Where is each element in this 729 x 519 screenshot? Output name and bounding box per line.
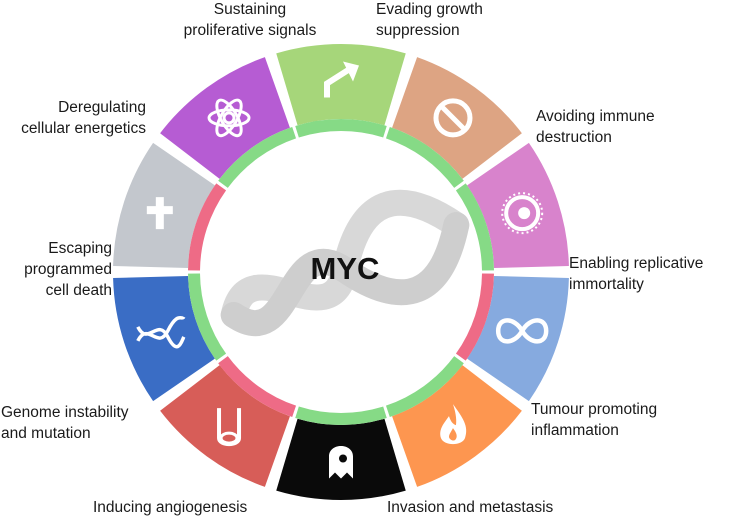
flame-icon [440, 404, 467, 445]
inner-arc-evading [385, 126, 464, 188]
immune-cell-icon [501, 192, 544, 235]
blood-vessel-icon [217, 408, 242, 447]
dna-icon [136, 315, 186, 349]
infinity-icon [495, 318, 549, 344]
cross-icon [146, 197, 173, 230]
label-angiogenesis: Inducing angiogenesis [93, 499, 248, 516]
segment-sustaining [276, 44, 406, 126]
inner-arc-genome [188, 273, 227, 361]
dna-background-icon [220, 189, 470, 336]
segment-icons [136, 61, 549, 479]
segment-immune [467, 142, 569, 268]
inner-arc-angiogenesis [218, 356, 297, 418]
segment-evading [392, 57, 522, 179]
label-invasion: Invasion and metastasis [387, 499, 554, 516]
inner-arc-sustaining [295, 119, 387, 138]
outer-ring [113, 44, 569, 500]
prohibited-icon [433, 98, 473, 138]
inner-arc-inflammation [385, 356, 464, 418]
inner-ring [188, 119, 494, 425]
arrow-icon [324, 61, 359, 98]
atom-icon [207, 98, 251, 138]
inner-arc-energetics [218, 126, 297, 188]
inner-arc-immune [455, 183, 494, 271]
segment-angiogenesis [160, 365, 290, 487]
inner-arc-replicative [455, 273, 494, 361]
inner-arc-invasion [295, 406, 387, 425]
segment-death [113, 142, 215, 268]
segment-genome [113, 276, 215, 402]
ghost-cell-icon [329, 446, 353, 479]
center-label: MYC [310, 251, 380, 286]
inner-arc-death [188, 183, 227, 271]
